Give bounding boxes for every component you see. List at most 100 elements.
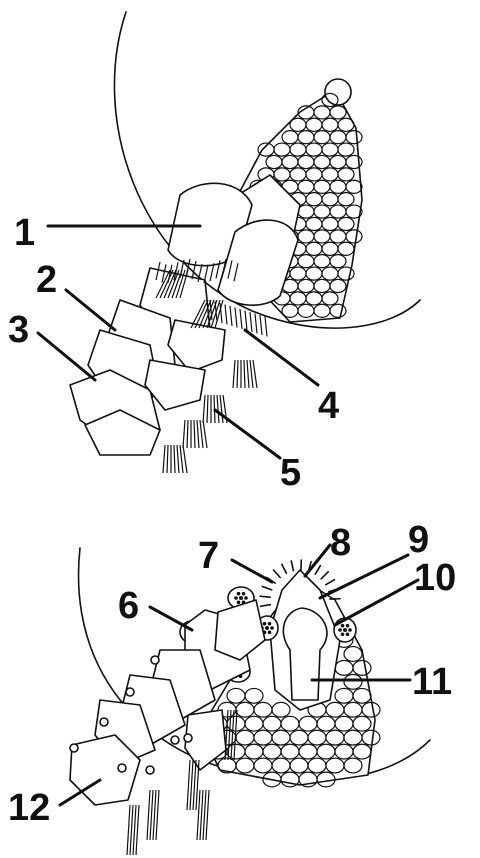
top-appendage — [70, 175, 300, 473]
spike — [282, 564, 287, 573]
label-2: 2 — [36, 259, 57, 301]
seta — [200, 420, 203, 448]
seta — [193, 760, 196, 810]
spike — [291, 561, 293, 571]
leader-7 — [232, 560, 272, 582]
label-1: 1 — [14, 212, 35, 254]
leader-10 — [335, 580, 418, 625]
seta — [244, 360, 245, 388]
seta — [197, 790, 200, 840]
node — [118, 764, 126, 772]
fringe — [204, 265, 208, 283]
spike — [274, 570, 281, 578]
fringe — [225, 305, 227, 325]
label-6: 6 — [118, 585, 139, 627]
organ-dot — [270, 626, 274, 630]
label-8: 8 — [330, 522, 351, 564]
node — [126, 688, 134, 696]
seta — [247, 360, 249, 388]
fringe — [250, 312, 252, 332]
organ-dot — [346, 624, 350, 628]
seta — [136, 805, 139, 855]
organ-dot — [338, 628, 342, 632]
seta — [127, 805, 130, 855]
fringe — [240, 309, 242, 329]
seta — [203, 420, 207, 448]
bottom-panel: 6 7 8 9 10 11 12 — [8, 519, 456, 855]
label-10: 10 — [414, 557, 456, 599]
fringe — [265, 317, 267, 337]
organ-dot — [341, 624, 345, 628]
node — [151, 656, 159, 664]
seta — [253, 360, 257, 388]
seta — [163, 445, 165, 473]
seta — [183, 445, 187, 473]
seta — [197, 420, 199, 448]
organ-dot — [244, 596, 248, 600]
fringe — [230, 306, 232, 326]
seta — [153, 790, 156, 840]
seta — [233, 360, 235, 388]
organ-dot — [268, 631, 272, 635]
leader-6 — [150, 607, 192, 630]
bottom-appendage — [70, 600, 265, 855]
seta — [174, 445, 175, 473]
node — [184, 734, 192, 742]
organ-dot — [237, 601, 241, 605]
seta — [177, 445, 179, 473]
organ-dot — [263, 622, 267, 626]
node — [146, 766, 154, 774]
spike — [262, 586, 271, 589]
seta — [203, 395, 205, 423]
seta — [200, 790, 203, 840]
organ-dot — [343, 628, 347, 632]
organ-dot — [265, 626, 269, 630]
label-3: 3 — [8, 309, 29, 351]
fringe — [245, 311, 247, 331]
seta — [150, 790, 153, 840]
fringe — [260, 315, 262, 335]
organ-dot — [239, 596, 243, 600]
seta — [130, 805, 133, 855]
seta — [167, 445, 168, 473]
seta — [133, 805, 136, 855]
spike — [260, 605, 270, 607]
node — [171, 736, 179, 744]
label-7: 7 — [198, 535, 219, 577]
seta — [237, 360, 238, 388]
seta — [187, 760, 190, 810]
label-11: 11 — [412, 661, 452, 703]
seta — [250, 360, 253, 388]
seta — [206, 790, 209, 840]
organ-dot — [346, 633, 350, 637]
label-12: 12 — [8, 787, 50, 829]
top-panel: 1 2 3 4 5 — [8, 12, 420, 494]
organ-dot — [242, 592, 246, 596]
label-4: 4 — [318, 385, 339, 427]
spike — [260, 596, 270, 597]
spike — [315, 566, 320, 575]
node — [70, 744, 78, 752]
node — [100, 718, 108, 726]
organ-dot — [348, 628, 352, 632]
seta — [217, 395, 219, 423]
organ-dot — [237, 592, 241, 596]
leader-2 — [66, 290, 115, 330]
label-5: 5 — [280, 452, 301, 494]
seta — [194, 420, 195, 448]
organ-dot — [341, 633, 345, 637]
leader-5 — [215, 410, 280, 458]
seta — [147, 790, 150, 840]
organ-dot — [234, 596, 238, 600]
seta — [156, 790, 159, 840]
seta — [180, 445, 183, 473]
leader-3 — [38, 333, 95, 380]
spike — [321, 572, 328, 579]
seta — [207, 395, 208, 423]
spike — [326, 580, 335, 585]
seta — [183, 420, 185, 448]
seta — [203, 790, 206, 840]
fringe — [255, 314, 257, 334]
